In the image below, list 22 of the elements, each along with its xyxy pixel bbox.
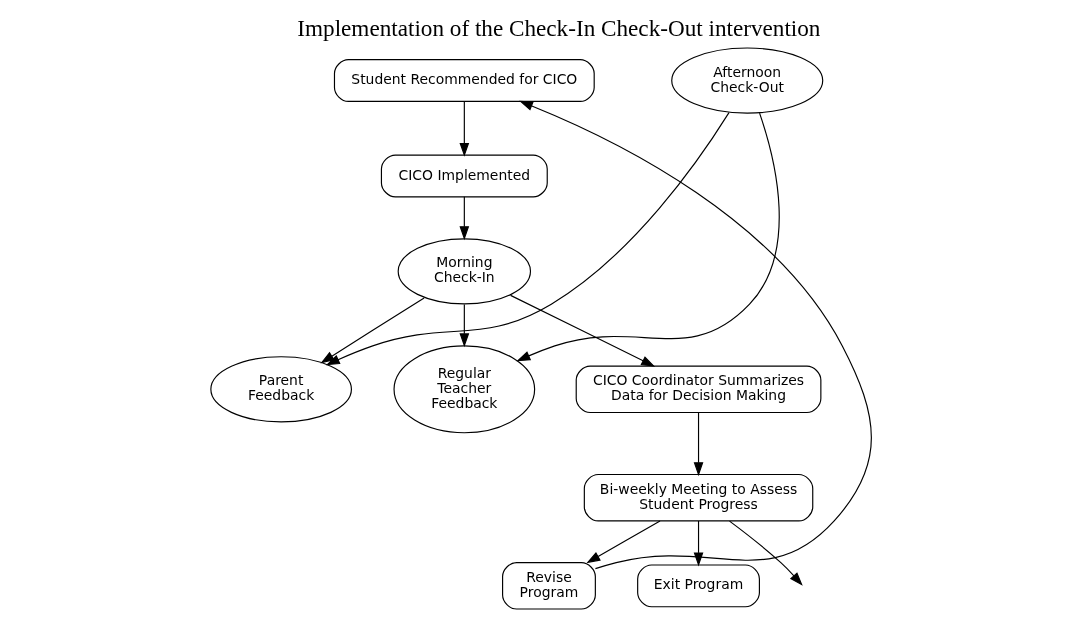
arrow — [458, 303, 469, 348]
arrow — [585, 520, 661, 564]
arrow — [515, 112, 780, 362]
arrow — [458, 100, 469, 157]
node-box: Bi-weekly Meeting to Assess Student Progress — [583, 473, 813, 522]
node-ellipse: Morning Check-In — [397, 238, 531, 305]
node-box: Revise Program — [501, 562, 596, 610]
diagram-title: Implementation of the Check-In Check-Out intervention — [296, 15, 820, 42]
node-box: Exit Program — [636, 564, 760, 608]
arrow — [325, 112, 730, 366]
node-ellipse: Afternoon Check-Out — [670, 47, 823, 114]
arrow — [693, 412, 703, 477]
arrow — [509, 294, 655, 367]
arrow — [693, 520, 703, 567]
node-box: Student Recommended for CICO — [333, 59, 595, 102]
arrow — [319, 297, 425, 364]
node-ellipse: Regular Teacher Feedback — [392, 345, 535, 434]
arrow — [728, 520, 803, 586]
node-box: CICO Implemented — [380, 154, 548, 198]
node-box: CICO Coordinator Summarizes Data for Decision Making — [575, 365, 821, 414]
arrow — [458, 196, 469, 241]
arrow — [518, 100, 872, 570]
